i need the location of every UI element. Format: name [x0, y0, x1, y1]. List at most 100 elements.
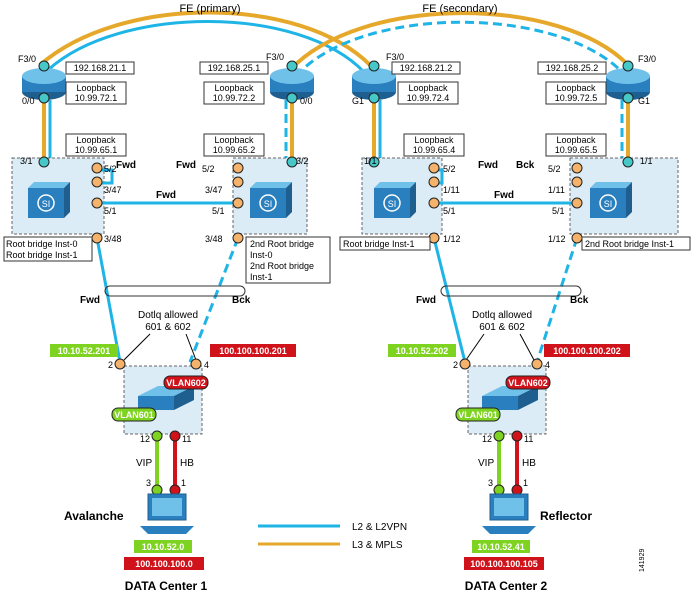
s4-port-d: 1/12 — [548, 234, 566, 244]
dc1-vlan601: VLAN601 — [114, 410, 154, 420]
svg-text:SI: SI — [604, 199, 613, 209]
dc2-host-red: 100.100.100.105 — [470, 559, 538, 569]
dc2-access: 10.10.52.202 100.100.100.202 2 4 VLAN602… — [388, 344, 630, 496]
router-uplinks — [42, 100, 630, 160]
s1-lb-label: Loopback — [76, 135, 116, 145]
router-l2-links — [48, 100, 624, 168]
fe-secondary-label: FE (secondary) — [422, 3, 497, 15]
dc2-vlan602: VLAN602 — [508, 378, 548, 388]
s1-port-b: 3/47 — [104, 185, 122, 195]
s4-lb-ip: 10.99.65.5 — [555, 145, 598, 155]
switch-loopbacks: Loopback 10.99.65.1 Loopback 10.99.65.2 … — [65, 133, 607, 157]
s1-port-d: 3/48 — [104, 234, 122, 244]
state-fwd-down2: Fwd — [416, 295, 436, 306]
router-icon — [22, 68, 66, 100]
r3-port-bottom: G1 — [352, 96, 364, 106]
s2-lb-ip: 10.99.65.2 — [213, 145, 256, 155]
dc2-p12: 12 — [482, 434, 492, 444]
dc1-host-name: Avalanche — [64, 509, 124, 523]
figure-id: 141929 — [639, 549, 646, 572]
downlinks — [95, 237, 582, 363]
r4-port-bottom: G1 — [638, 96, 650, 106]
dc2-ip-red: 100.100.100.202 — [553, 346, 621, 356]
switch-port-dots — [91, 162, 583, 244]
dc2-title: DATA Center 2 — [465, 579, 548, 593]
dc1-hb: HB — [180, 458, 194, 469]
dc2-p11: 11 — [524, 434, 533, 444]
dc1-dotlq-line1: Dotlq allowed — [138, 310, 198, 321]
r3-port-top: F3/0 — [386, 52, 404, 62]
router-labels: 192.168.21.1 Loopback 10.99.72.1 192.168… — [65, 61, 607, 105]
router-icon — [606, 68, 650, 100]
s3-port-c: 5/1 — [443, 206, 456, 216]
dotlq-arrows — [123, 333, 535, 361]
r2-ip: 192.168.25.1 — [208, 63, 261, 73]
s3-lb-label: Loopback — [414, 135, 454, 145]
dc2-host-green: 10.10.52.41 — [477, 542, 525, 552]
routers — [22, 68, 650, 100]
r4-lb-ip: 10.99.72.5 — [555, 93, 598, 103]
dc1-p4: 4 — [204, 360, 209, 370]
state-bck-down1: Bck — [232, 295, 251, 306]
dc2-host-icon — [482, 493, 536, 534]
legend-l3-label: L3 & MPLS — [352, 540, 403, 551]
state-fwd-s3: Fwd — [478, 160, 498, 171]
fe-primary-label: FE (primary) — [179, 3, 240, 15]
r1-ip: 192.168.21.1 — [74, 63, 127, 73]
dc1-ip-green: 10.10.52.201 — [58, 346, 111, 356]
r4-ip: 192.168.25.2 — [546, 63, 599, 73]
s2-port-c: 5/1 — [212, 206, 225, 216]
s4-port-b: 1/11 — [548, 185, 565, 195]
dc1-access: 10.10.52.201 100.100.100.201 2 4 VLAN602… — [50, 344, 296, 496]
s1-lb-ip: 10.99.65.1 — [75, 145, 118, 155]
s4-port-a: 5/2 — [548, 164, 561, 174]
s2-lb-label: Loopback — [214, 135, 254, 145]
s2-port-b: 3/47 — [205, 185, 223, 195]
dc2-p1: 1 — [523, 478, 528, 488]
router-port-dots — [38, 60, 634, 168]
r1-lb-label: Loopback — [76, 83, 116, 93]
state-bck-s4: Bck — [516, 160, 535, 171]
dc2-dotlq-line1: Dotlq allowed — [472, 310, 532, 321]
svg-text:SI: SI — [264, 199, 273, 209]
r1-port-bottom: 0/0 — [22, 96, 35, 106]
s2-port-d: 3/48 — [205, 234, 223, 244]
svg-text:SI: SI — [42, 199, 51, 209]
r3-lb-label: Loopback — [408, 83, 448, 93]
s2-port-up: 3/2 — [296, 156, 309, 166]
s3-lb-ip: 10.99.65.4 — [413, 145, 456, 155]
dc1-host-green: 10.10.52.0 — [142, 542, 185, 552]
dc1-2nd-root-line4: Inst-1 — [250, 272, 273, 282]
dc2-vip: VIP — [478, 458, 494, 469]
dc1-2nd-root-line2: Inst-0 — [250, 250, 273, 260]
s4-port-up: 1/1 — [640, 156, 653, 166]
legend-l2-label: L2 & L2VPN — [352, 522, 407, 533]
state-fwd-link1: Fwd — [156, 190, 176, 201]
dc2-p2: 2 — [453, 360, 458, 370]
s3-port-up: 1/1 — [364, 156, 377, 166]
dc2-ip-green: 10.10.52.202 — [396, 346, 449, 356]
r2-port-top: F3/0 — [266, 52, 284, 62]
dc1-p11: 11 — [182, 434, 191, 444]
r2-lb-label: Loopback — [214, 83, 254, 93]
s1-port-c: 5/1 — [104, 206, 117, 216]
dc2-root: Root bridge Inst-1 — [343, 239, 415, 249]
dc2-p4: 4 — [545, 360, 550, 370]
state-fwd-link2: Fwd — [494, 190, 514, 201]
r3-lb-ip: 10.99.72.4 — [407, 93, 450, 103]
dc1-vlan602: VLAN602 — [166, 378, 206, 388]
r2-port-bottom: 0/0 — [300, 96, 313, 106]
r1-lb-ip: 10.99.72.1 — [75, 93, 118, 103]
dc1-root-line2: Root bridge Inst-1 — [6, 250, 78, 260]
r4-port-top: F3/0 — [638, 54, 656, 64]
dc1-p2: 2 — [108, 360, 113, 370]
dc2-p3: 3 — [488, 478, 493, 488]
svg-text:SI: SI — [388, 199, 397, 209]
inter-switch-links — [97, 168, 577, 205]
dc1-p1: 1 — [181, 478, 186, 488]
dc1-host-icon — [140, 493, 194, 534]
dc1-p3: 3 — [146, 478, 151, 488]
dc1-p12: 12 — [140, 434, 150, 444]
state-fwd-s2: Fwd — [176, 160, 196, 171]
